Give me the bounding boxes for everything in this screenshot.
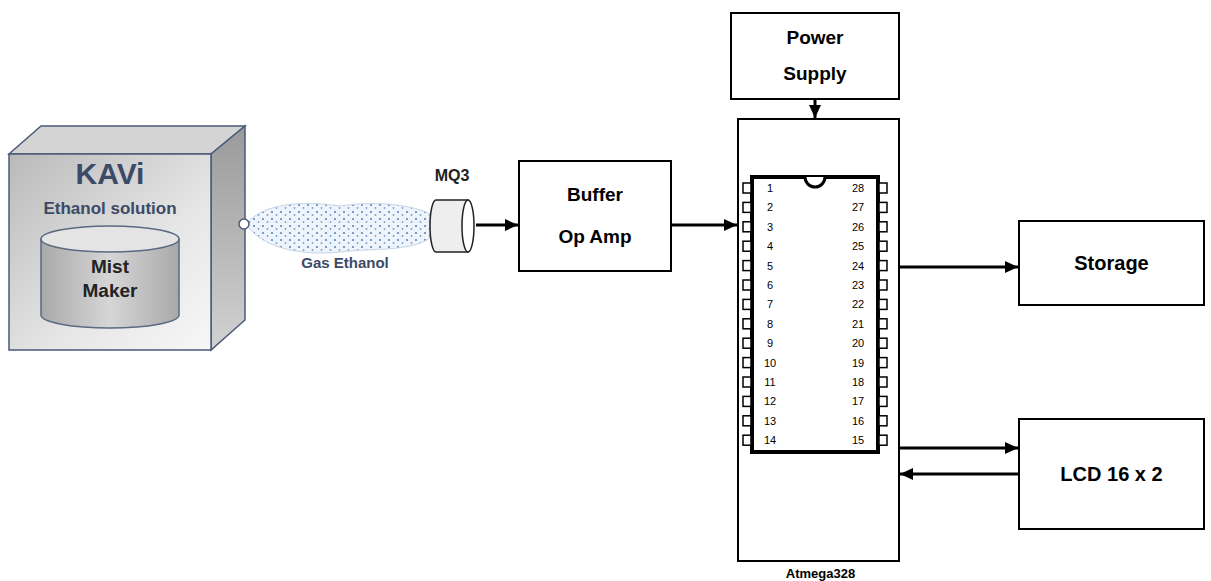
pin-square — [743, 377, 751, 387]
pin-number: 1 — [758, 181, 782, 195]
process-box: LCD 16 x 2 — [1018, 418, 1205, 530]
box-label: Power Supply — [775, 20, 855, 92]
node-label: Ethanol solution — [10, 199, 210, 219]
node-label: Mist Maker — [70, 255, 150, 303]
signal-arrow — [900, 447, 1018, 450]
pin-square — [879, 183, 887, 193]
pin-number: 2 — [758, 200, 782, 214]
pin-number: 6 — [758, 278, 782, 292]
signal-arrow — [476, 224, 518, 227]
pin-number: 8 — [758, 317, 782, 331]
pin-square — [879, 299, 887, 309]
pin-square — [879, 280, 887, 290]
ic-body — [752, 177, 878, 452]
pin-number: 19 — [846, 356, 870, 370]
pin-square — [743, 183, 751, 193]
pin-number: 27 — [846, 200, 870, 214]
pin-square — [879, 416, 887, 426]
pin-square — [743, 280, 751, 290]
node-label: Atmega328 — [739, 566, 902, 581]
pin-number: 12 — [758, 394, 782, 408]
pin-number: 11 — [758, 375, 782, 389]
pin-square — [743, 241, 751, 251]
gas-sensor: MQ3 — [428, 164, 476, 256]
pin-number: 4 — [758, 239, 782, 253]
pin-square — [879, 435, 887, 445]
signal-arrow — [814, 100, 817, 118]
pin-number: 26 — [846, 220, 870, 234]
signal-arrow — [672, 224, 737, 227]
pin-number: 5 — [758, 259, 782, 273]
pin-number: 13 — [758, 414, 782, 428]
process-box: Buffer Op Amp — [518, 160, 672, 272]
process-box: Storage — [1018, 220, 1205, 306]
gas-label: Gas Ethanol — [280, 254, 410, 272]
node-label: KAVi — [10, 156, 210, 192]
pin-square — [743, 261, 751, 271]
pin-number: 18 — [846, 375, 870, 389]
box-label: LCD 16 x 2 — [1037, 462, 1187, 486]
pin-square — [743, 299, 751, 309]
microcontroller-box: Atmega328 — [737, 118, 900, 562]
pin-square — [743, 358, 751, 368]
process-box: Power Supply — [730, 12, 900, 100]
pin-number: 24 — [846, 259, 870, 273]
pin-square — [879, 261, 887, 271]
box-label: Buffer Op Amp — [555, 174, 635, 258]
pin-square — [879, 222, 887, 232]
pin-number: 23 — [846, 278, 870, 292]
node-label: MQ3 — [422, 166, 482, 186]
pin-number: 3 — [758, 220, 782, 234]
pin-number: 14 — [758, 433, 782, 447]
pin-number: 15 — [846, 433, 870, 447]
pin-square — [879, 377, 887, 387]
box-label: Storage — [1037, 251, 1187, 275]
pin-number: 9 — [758, 336, 782, 350]
ic-pins — [743, 183, 887, 445]
pin-number: 7 — [758, 297, 782, 311]
ic-notch — [805, 177, 825, 187]
pin-square — [743, 202, 751, 212]
pin-number: 25 — [846, 239, 870, 253]
pin-square — [879, 338, 887, 348]
pin-number: 17 — [846, 394, 870, 408]
pin-number: 10 — [758, 356, 782, 370]
signal-arrow — [900, 266, 1018, 269]
pin-square — [743, 319, 751, 329]
pin-square — [743, 338, 751, 348]
pin-square — [743, 435, 751, 445]
pin-square — [743, 222, 751, 232]
pin-square — [879, 396, 887, 406]
pin-square — [879, 358, 887, 368]
pin-square — [743, 396, 751, 406]
pin-square — [879, 202, 887, 212]
pin-number: 20 — [846, 336, 870, 350]
gas-cloud — [246, 203, 430, 253]
pin-number: 22 — [846, 297, 870, 311]
pin-square — [879, 241, 887, 251]
pin-square — [879, 319, 887, 329]
container-box: Mist Maker KAViEthanol solution — [8, 124, 248, 352]
pin-number: 21 — [846, 317, 870, 331]
signal-arrow — [900, 473, 1018, 476]
pin-number: 28 — [846, 181, 870, 195]
pin-square — [743, 416, 751, 426]
pin-number: 16 — [846, 414, 870, 428]
mist-maker-cylinder: Mist Maker — [40, 225, 180, 329]
